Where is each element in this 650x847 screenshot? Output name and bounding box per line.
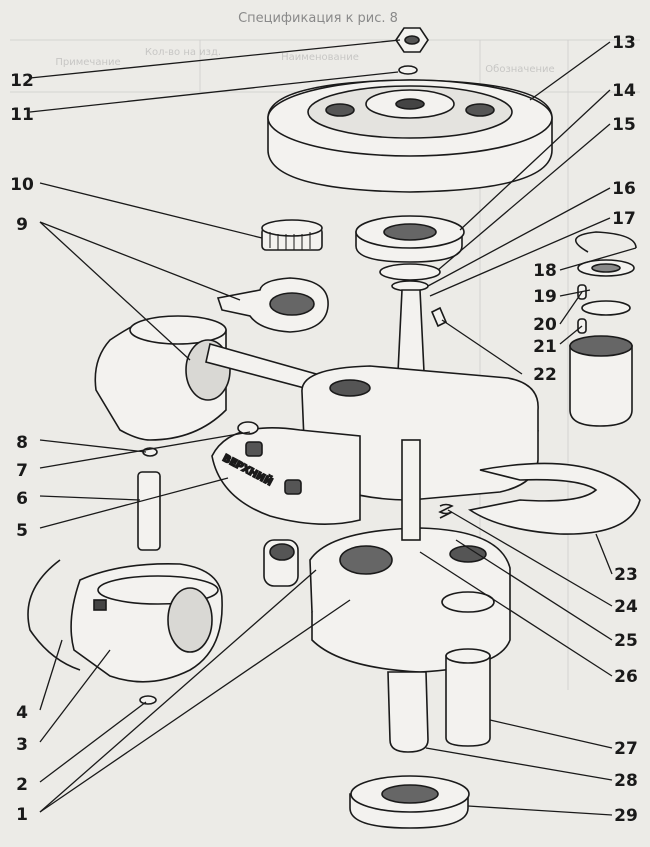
crankshaft-lower-part <box>387 671 429 753</box>
callout-22: 22 <box>533 365 557 385</box>
callout-8: 8 <box>16 433 28 453</box>
callout-2: 2 <box>16 775 28 795</box>
callout-17: 17 <box>612 209 636 229</box>
callout-11: 11 <box>10 105 34 125</box>
bearing-lower-part <box>349 775 470 829</box>
callout-27: 27 <box>614 739 638 759</box>
callout-15: 15 <box>612 115 636 135</box>
leader-lines <box>29 39 637 816</box>
page-header: Спецификация к рис. 8 <box>238 11 398 26</box>
shim-plate-part <box>211 421 361 525</box>
callout-20: 20 <box>533 315 557 335</box>
callout-21: 21 <box>533 337 557 357</box>
crankshaft-end-part <box>397 289 425 373</box>
callout-9: 9 <box>16 215 28 235</box>
ghost-col-name: Наименование <box>281 52 359 63</box>
nut-part <box>395 27 429 53</box>
callout-12: 12 <box>10 71 34 91</box>
circlip-part <box>575 231 637 253</box>
callout-19: 19 <box>533 287 557 307</box>
callout-5: 5 <box>16 521 28 541</box>
piston-lower-part <box>70 563 223 683</box>
callout-4: 4 <box>16 703 28 723</box>
callout-23: 23 <box>614 565 638 585</box>
flywheel-part <box>267 79 553 193</box>
ghost-col-note: Примечание <box>55 57 120 68</box>
piston-ring-part <box>27 559 81 671</box>
callout-25: 25 <box>614 631 638 651</box>
callout-26: 26 <box>614 667 638 687</box>
spring-part <box>438 503 454 519</box>
conrod-big-end-part <box>216 277 329 333</box>
callout-10: 10 <box>10 175 34 195</box>
callout-24: 24 <box>614 597 638 617</box>
crank-web-upper-part <box>301 365 539 501</box>
pin-clip-lower-part <box>139 695 157 705</box>
callout-29: 29 <box>614 806 638 826</box>
bearing-upper-part <box>355 215 465 263</box>
needle-bearing-part <box>261 219 323 251</box>
callout-28: 28 <box>614 771 638 791</box>
conrod-small-end-part <box>263 539 299 587</box>
callout-labels: 1 2 3 4 5 6 7 8 9 10 11 12 13 14 15 16 1… <box>10 33 638 826</box>
callout-13: 13 <box>612 33 636 53</box>
crank-web-lower-part <box>309 527 511 673</box>
woodruff-key-part <box>430 306 448 328</box>
callout-16: 16 <box>612 179 636 199</box>
callout-1: 1 <box>16 805 28 825</box>
callout-18: 18 <box>533 261 557 281</box>
shim-half-ring-part <box>467 462 641 535</box>
ghost-col-qty: Кол-во на изд. <box>145 47 221 58</box>
callout-7: 7 <box>16 461 28 481</box>
bearing-cup-part <box>569 335 633 427</box>
washer-part <box>379 263 441 281</box>
piston-upper-part <box>94 315 231 441</box>
callout-3: 3 <box>16 735 28 755</box>
sleeve-part <box>445 648 491 747</box>
callout-14: 14 <box>612 81 636 101</box>
piston-pin-part <box>137 471 161 551</box>
crank-pin-part <box>401 439 421 541</box>
spring-washer-part <box>398 65 418 75</box>
callout-6: 6 <box>16 489 28 509</box>
ghost-col-designation: Обозначение <box>485 64 554 75</box>
main-bearing-inner-part <box>441 591 495 613</box>
